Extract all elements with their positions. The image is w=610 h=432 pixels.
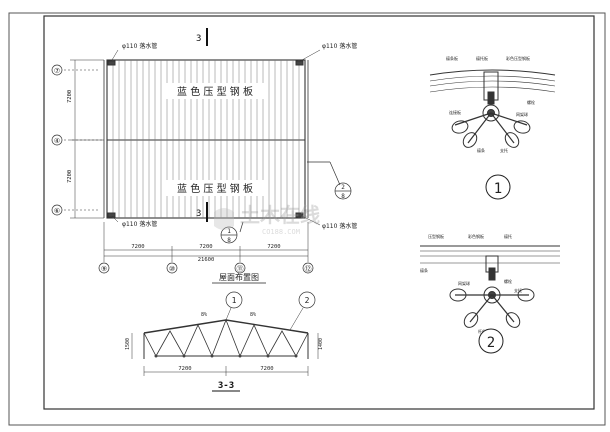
axis-bubble-bottom: ⑩ [169, 265, 175, 273]
dim-bottom: 7200 [267, 244, 280, 250]
axis-bubble-bottom: ⑨ [101, 265, 107, 273]
roof-label-upper: 蓝 色 压 型 钢 板 [177, 85, 253, 98]
axis-bubble-bottom: ⑪ [237, 265, 244, 273]
roof-label-bg [165, 83, 265, 99]
svg-text:2: 2 [341, 184, 345, 191]
left-dim-chain [60, 59, 104, 219]
roof-label-lower: 蓝 色 压 型 钢 板 [177, 182, 253, 195]
downpipe-note-bottom-right: φ110 落水管 [322, 222, 357, 230]
svg-text:1: 1 [227, 228, 231, 235]
detail1-label: 螺栓 [527, 99, 535, 105]
watermark-logo-icon [214, 208, 234, 230]
svg-text:8: 8 [341, 193, 345, 200]
dim-total: 21600 [198, 257, 215, 263]
watermark: 土木在线 CO188.COM [214, 203, 320, 236]
detail1-label: 网架球 [516, 111, 528, 117]
detail-callout-plan [307, 161, 352, 200]
detail1-label: 檩条板 [446, 55, 458, 61]
outer-frame [8, 12, 606, 426]
downpipe-note-top-right: φ110 落水管 [322, 42, 357, 50]
downpipe-marker [295, 60, 304, 66]
detail2-label: 支托 [514, 287, 522, 293]
detail2-label: 螺栓 [504, 278, 512, 284]
svg-text:1400: 1400 [318, 338, 324, 350]
section-callout-1: 1 [232, 296, 237, 305]
section-callouts [225, 291, 316, 309]
downpipe-marker [107, 212, 116, 218]
detail2-label: 网架球 [458, 280, 470, 286]
detail1-label: 支托 [500, 147, 508, 153]
roof-plan-title: 屋面布置图 [219, 272, 259, 282]
detail2-label: 檩托 [504, 233, 512, 239]
svg-text:8: 8 [227, 237, 231, 244]
downpipe-note-top-left: φ110 落水管 [122, 42, 157, 50]
dim-left-lower: 7200 [67, 170, 73, 183]
downpipe-marker [295, 212, 304, 218]
section-dim-left: 7200 [178, 366, 191, 372]
axis-bubble-left: ④ [54, 137, 60, 145]
downpipe-note-bottom-left: φ110 落水管 [122, 220, 157, 228]
section-mark-top: 3 [196, 34, 201, 44]
web-members [143, 318, 309, 358]
detail1-number-circle [485, 174, 511, 200]
detail2-label: 杆件 [478, 328, 486, 334]
detail2-number: 2 [487, 335, 495, 351]
detail2-label: 彩色钢板 [468, 233, 484, 239]
section-callout-2: 2 [305, 296, 310, 305]
detail1-label: 檩条 [477, 147, 485, 153]
axis-bubble-left: ⑥ [54, 207, 60, 215]
bottom-dim-chain [103, 222, 309, 262]
section-title: 3-3 [218, 381, 234, 391]
downpipe-marker [107, 60, 116, 66]
watermark-text: 土木在线 [240, 203, 320, 227]
detail-1 [429, 69, 556, 148]
axis-bubble-bottom: ⑫ [305, 265, 312, 273]
detail2-label: 压型钢板 [428, 233, 444, 239]
axis-bubble-left: ⑦ [54, 67, 60, 75]
top-chord [143, 319, 309, 334]
dim-bottom: 7200 [131, 244, 144, 250]
svg-text:8%: 8% [250, 312, 256, 318]
detail1-number: 1 [494, 181, 502, 197]
detail-2 [420, 245, 560, 328]
svg-text:8%: 8% [201, 312, 207, 318]
detail1-label: 彩色压型钢板 [506, 55, 530, 61]
detail1-label: 连接板 [449, 109, 461, 115]
detail2-label: 檩条 [420, 267, 428, 273]
detail1-label: 檩托板 [476, 55, 488, 61]
watermark-sub: CO188.COM [262, 228, 300, 236]
detail2-number-circle [478, 328, 504, 354]
inner-frame [43, 15, 595, 410]
roof-label-bg [165, 180, 265, 196]
truss-section [131, 318, 319, 376]
section-mark-bottom: 3 [196, 209, 201, 219]
svg-text:1500: 1500 [125, 338, 131, 350]
dim-bottom: 7200 [199, 244, 212, 250]
section-dim-right: 7200 [260, 366, 273, 372]
dim-left-upper: 7200 [67, 90, 73, 103]
